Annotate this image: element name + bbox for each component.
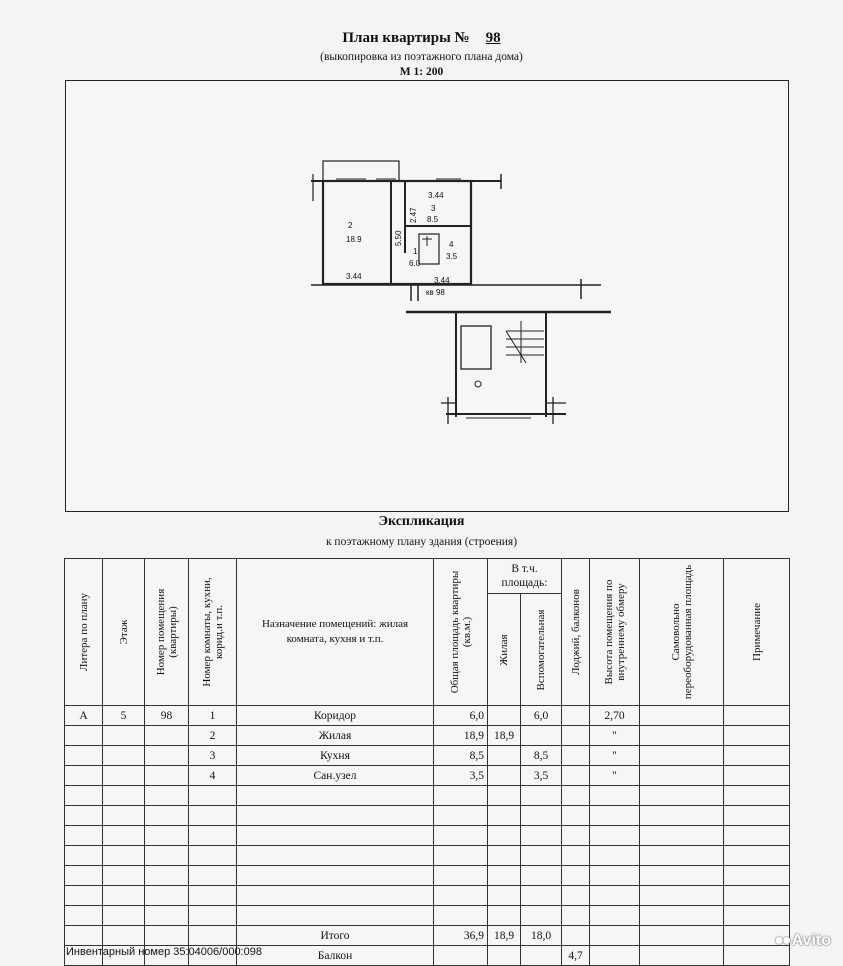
table-row: 4 Сан.узел 3,5 3,5 "	[64, 765, 791, 786]
elevator-shaft	[460, 325, 492, 370]
empty-row	[64, 865, 791, 886]
room2-number: 2	[348, 221, 353, 230]
plan-title: План квартиры № 98	[0, 30, 843, 47]
header-room-no: Номер комнаты, кухни, корид.и т.п.	[188, 558, 237, 706]
room3-area: 8.5	[427, 215, 439, 224]
explication-title: Экспликация	[378, 514, 465, 529]
header-row: Литера по плану Этаж Номер помещения (кв…	[64, 558, 791, 706]
floor-plan-frame: 2 18.9 3.44 3 8.5 1 6.0 4 3.5 3.44 3.44 …	[65, 80, 789, 512]
avito-logo-icon: ●●	[774, 932, 791, 949]
apartment-number: 98	[485, 30, 501, 46]
dim-top: 3.44	[428, 191, 444, 200]
header-unauth: Самовольно переоборудованная площадь	[639, 558, 725, 706]
total-label: Итого	[236, 925, 434, 946]
dim-bottom: 3.44	[434, 276, 450, 285]
table-row: 2 Жилая 18,9 18,9 "	[64, 725, 791, 746]
room2-area: 18.9	[346, 235, 362, 244]
header-height: Высота помещения по внутреннему обмеру	[589, 558, 641, 706]
table-row: 3 Кухня 8,5 8,5 "	[64, 745, 791, 766]
header-litera: Литера по плану	[64, 558, 103, 706]
header-note: Примечание	[723, 558, 791, 706]
empty-row	[64, 885, 791, 906]
header-apt-no: Номер помещения (квартиры)	[144, 558, 189, 706]
dim-vertical-2: 5.50	[394, 230, 403, 246]
balcony-label: Балкон	[236, 945, 434, 966]
total-row: Итого 36,9 18,9 18,0	[64, 925, 791, 946]
inventory-number: Инвентарный номер 35:04006/000:098	[66, 946, 262, 958]
empty-row	[64, 845, 791, 866]
plan-subtitle: (выкопировка из поэтажного плана дома)	[320, 51, 523, 63]
explication-table: Литера по плану Этаж Номер помещения (кв…	[64, 558, 791, 966]
explication-subtitle: к поэтажному плану здания (строения)	[325, 536, 518, 548]
empty-row	[64, 785, 791, 806]
header-incl: В т.ч. площадь:	[486, 558, 563, 594]
plan-scale: М 1: 200	[399, 66, 444, 78]
balcony-outline	[322, 160, 400, 182]
room3-number: 3	[431, 204, 436, 213]
apartment-walls	[321, 179, 473, 286]
header-purpose: Назначение помещений: жилая комната, кух…	[236, 558, 434, 706]
dim-left-bottom: 3.44	[346, 272, 362, 281]
total-area: 36,9	[433, 925, 488, 946]
header-loggia: Лоджий, балконов	[561, 558, 591, 706]
room1-number: 1	[413, 247, 418, 256]
header-auxiliary: Вспомогательная	[519, 593, 563, 706]
empty-row	[64, 825, 791, 846]
room4-area: 3.5	[446, 252, 458, 261]
avito-watermark: ●●Avito	[774, 932, 831, 949]
total-aux: 18,0	[519, 925, 563, 946]
empty-row	[64, 905, 791, 926]
plan-title-text: План квартиры №	[342, 30, 470, 46]
floor-plan-drawing: 2 18.9 3.44 3 8.5 1 6.0 4 3.5 3.44 3.44 …	[311, 160, 611, 424]
total-living: 18,9	[487, 925, 521, 946]
header-living: Жилая	[487, 593, 521, 706]
header-floor: Этаж	[102, 558, 145, 706]
empty-row	[64, 805, 791, 826]
room1-area: 6.0	[409, 259, 421, 268]
table-row: А 5 98 1 Коридор 6,0 6,0 2,70	[64, 705, 791, 726]
room4-number: 4	[449, 240, 454, 249]
bathroom-walls	[418, 233, 440, 265]
apartment-label: кв 98	[426, 288, 445, 297]
dim-vertical-1: 2.47	[409, 207, 418, 223]
balcony-area: 4,7	[561, 945, 591, 966]
header-subrow: Жилая Вспомогательная	[65, 593, 790, 706]
header-total-area: Общая площадь квартиры (кв.м.)	[433, 558, 488, 706]
